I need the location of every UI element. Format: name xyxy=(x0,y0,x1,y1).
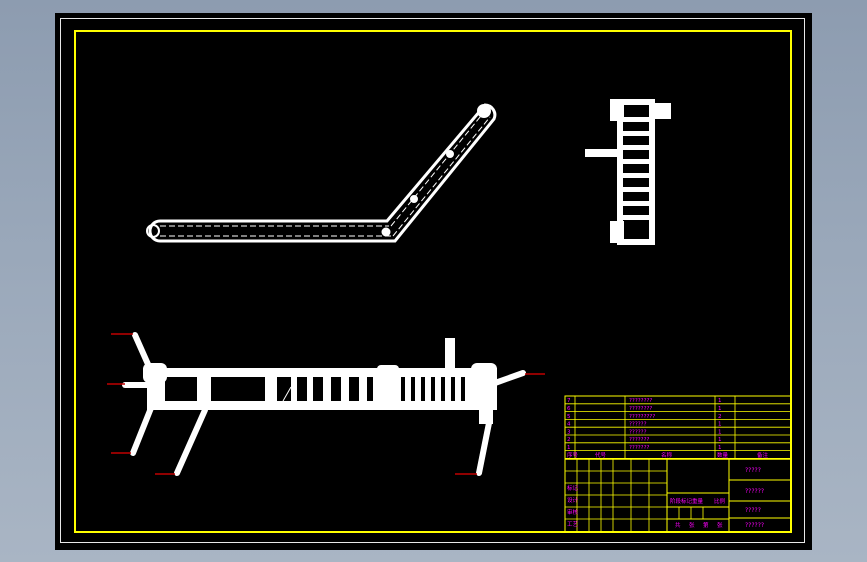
callout-leaders xyxy=(107,333,545,475)
parts-row-no: 3 xyxy=(567,429,571,435)
plan-drive-post xyxy=(445,338,455,368)
conveyor-plan-view xyxy=(107,332,545,476)
drawing-canvas: 7???????? 1 6???????? 1 5????????? 2 4?????? 1 3… xyxy=(74,30,792,533)
title-row-label: 审核 xyxy=(567,508,579,516)
plan-head-bracket xyxy=(479,408,493,424)
plan-openings xyxy=(165,377,465,401)
parts-list-lines xyxy=(565,396,791,459)
plan-legs xyxy=(122,332,526,476)
parts-header-cell: 代号 xyxy=(595,451,607,459)
roller-bend xyxy=(381,227,391,237)
parts-row-qty: 2 xyxy=(718,414,722,420)
parts-header-cell: 备注 xyxy=(757,451,769,459)
parts-header-cell: 数量 xyxy=(717,451,729,459)
title-bottom-label: 张 xyxy=(689,521,695,529)
parts-row-name: ??????? xyxy=(629,445,650,451)
title-mid-label: 比例 xyxy=(714,497,726,505)
parts-row-no: 5 xyxy=(567,414,571,420)
parts-row-name: ???????? xyxy=(629,406,652,412)
parts-row-name: ??????? xyxy=(629,437,650,443)
title-block xyxy=(564,395,792,533)
plan-roller-cap xyxy=(377,365,399,375)
parts-row-no: 4 xyxy=(567,422,571,428)
parts-header-cell: 名称 xyxy=(661,451,673,459)
parts-row-no: 2 xyxy=(567,437,571,443)
title-mid-label: 重量 xyxy=(692,497,704,505)
incline-dash-lower xyxy=(392,116,491,237)
conveyor-front-view xyxy=(146,103,497,243)
conveyor-side-view xyxy=(585,99,671,245)
plan-head-end xyxy=(471,363,497,383)
plan-diagonal xyxy=(282,386,292,402)
roller-tail xyxy=(146,224,160,238)
side-top-bracket-right xyxy=(655,103,671,119)
parts-header-cell: 序号 xyxy=(567,451,579,459)
cad-viewport[interactable]: 7???????? 1 6???????? 1 5????????? 2 4?????? 1 3… xyxy=(55,13,812,550)
roller-mid-1 xyxy=(410,195,418,203)
side-rungs xyxy=(623,117,649,220)
parts-row-qty: 1 xyxy=(718,422,722,428)
title-right-cell: ????? xyxy=(745,507,761,514)
parts-row-qty: 1 xyxy=(718,437,722,443)
parts-row-qty: 1 xyxy=(718,445,722,451)
title-bottom-label: 张 xyxy=(717,521,723,529)
title-block-text: 7???????? 1 6???????? 1 5????????? 2 4?????? 1 3… xyxy=(567,398,769,529)
title-bottom-label: 第 xyxy=(703,521,709,529)
parts-row-name: ?????? xyxy=(629,422,647,428)
parts-row-no: 6 xyxy=(567,406,571,412)
parts-row-name: ???????? xyxy=(629,398,652,404)
lower-left-grid xyxy=(565,459,704,532)
roller-head xyxy=(477,104,491,118)
title-row-label: 标记 xyxy=(567,484,579,492)
incline-dash-upper xyxy=(390,110,486,227)
title-right-cell: ?????? xyxy=(745,488,764,495)
title-mid-label: 阶段标记 xyxy=(670,497,693,505)
parts-row-no: 7 xyxy=(567,398,571,404)
parts-row-qty: 1 xyxy=(718,398,722,404)
parts-row-no: 1 xyxy=(567,445,571,451)
title-block-border xyxy=(564,395,792,533)
parts-row-qty: 1 xyxy=(718,429,722,435)
roller-mid-2 xyxy=(446,150,454,158)
title-row-label: 设计 xyxy=(567,496,579,504)
parts-row-name: ?????? xyxy=(629,429,647,435)
parts-row-qty: 1 xyxy=(718,406,722,412)
sheet-border xyxy=(60,18,805,543)
side-top-bracket-left xyxy=(610,99,624,121)
title-right-cell: ????? xyxy=(745,467,761,474)
side-bottom-bracket xyxy=(610,221,624,243)
side-shaft xyxy=(585,149,619,157)
belt-outline xyxy=(148,103,497,243)
title-right-cell: ?????? xyxy=(745,522,764,529)
title-bottom-label: 共 xyxy=(675,521,681,529)
title-row-label: 工艺 xyxy=(567,521,579,528)
drawing-frame xyxy=(74,30,792,533)
parts-row-name: ????????? xyxy=(629,414,655,420)
